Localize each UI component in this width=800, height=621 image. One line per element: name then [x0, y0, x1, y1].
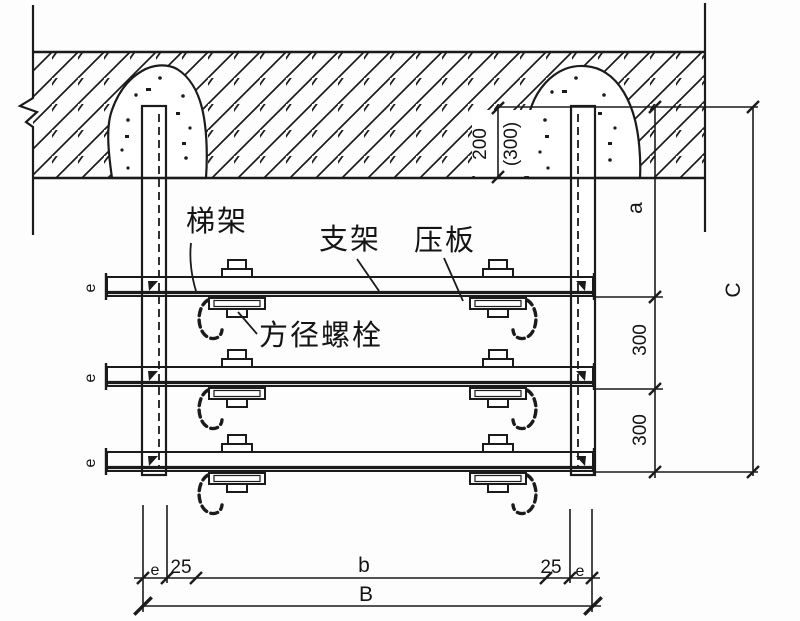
dimension-lines: [134, 106, 758, 612]
leader-bracket: [356, 258, 380, 292]
label-ladder-frame: 梯架: [186, 205, 248, 238]
dim-spacing-2: 300: [630, 414, 651, 446]
dimension-ticks: [133, 99, 761, 616]
leader-pressure-plate: [443, 257, 464, 302]
weld-mark: [148, 371, 158, 381]
dim-a: a: [624, 202, 647, 214]
hook-clamp: [511, 298, 538, 341]
dim-b: b: [358, 554, 370, 577]
text-knockout: [472, 110, 534, 176]
weld-mark: [576, 456, 586, 466]
hook-clamp: [511, 473, 538, 516]
dim-total-B: B: [359, 583, 373, 606]
ladder-rail-left: [140, 104, 168, 477]
label-bracket: 支架: [319, 223, 381, 256]
dim-embed-depth: 200: [470, 128, 491, 160]
weld-mark: [148, 456, 158, 466]
support-arms: [104, 273, 596, 475]
dim-25-right: 25: [540, 557, 561, 578]
support-arm-1: [104, 273, 596, 300]
dim-arm-e-1: e: [82, 283, 99, 292]
weld-mark: [576, 281, 586, 291]
dim-arm-e-2: e: [82, 373, 99, 382]
bolt-assembly: [469, 349, 538, 431]
weld-mark: [148, 281, 158, 291]
label-pressure-plate: 压板: [414, 224, 476, 257]
bolt-assemblies: [197, 259, 538, 516]
support-arm-2: [104, 363, 596, 390]
ladder-rail-right: [569, 104, 597, 477]
bolt-assembly: [469, 259, 538, 341]
dim-spacing-1: 300: [630, 324, 651, 356]
dim-25-left: 25: [170, 557, 191, 578]
dim-e-right: e: [576, 563, 585, 580]
hook-clamp: [197, 388, 224, 431]
dim-e-left: e: [151, 562, 160, 579]
bolt-assembly: [197, 259, 266, 341]
weld-mark: [576, 371, 586, 381]
leader-lines: [189, 242, 464, 335]
hook-clamp: [197, 298, 224, 341]
hook-clamp: [511, 388, 538, 431]
wall-section: [17, 3, 707, 235]
leader-square-bolt: [237, 311, 258, 335]
dim-embed-depth-alt: (300): [501, 122, 522, 166]
hook-clamp: [197, 473, 224, 516]
wall-left-break-line: [17, 5, 40, 235]
dim-arm-e-3: e: [82, 458, 99, 467]
dim-c: C: [722, 282, 745, 297]
label-square-bolt: 方径螺栓: [259, 319, 383, 352]
bolt-assembly: [469, 434, 538, 516]
bolt-assembly: [197, 349, 266, 431]
support-arm-3: [104, 448, 596, 475]
bolt-assembly: [197, 434, 266, 516]
leader-ladder-frame: [189, 242, 197, 292]
